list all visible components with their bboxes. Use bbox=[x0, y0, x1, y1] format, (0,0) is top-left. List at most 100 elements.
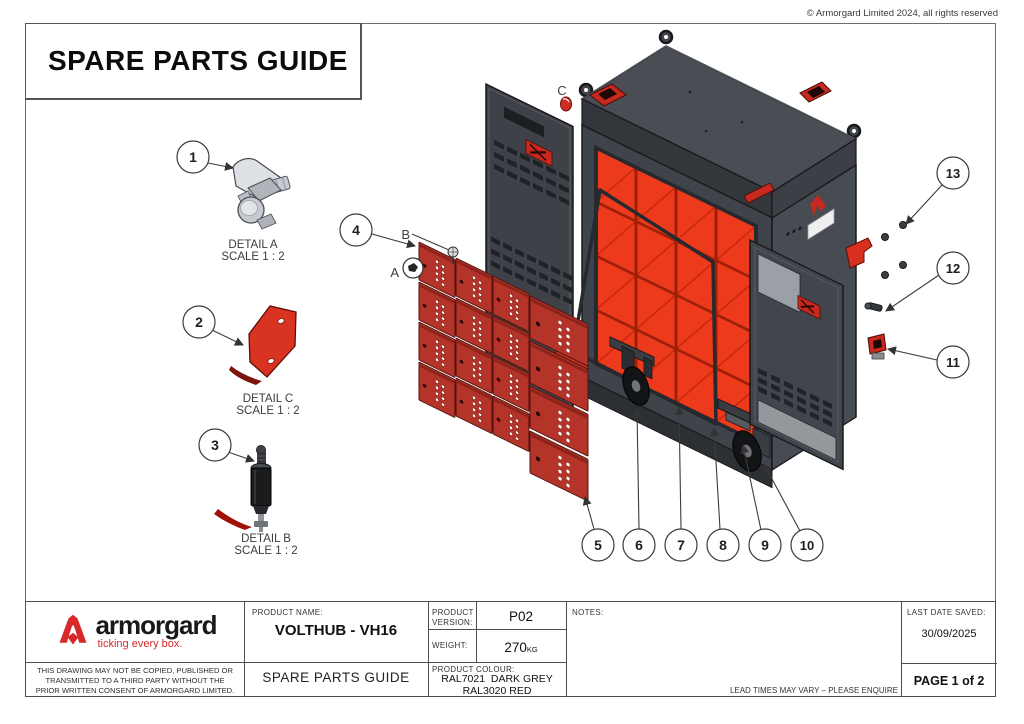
svg-text:6: 6 bbox=[635, 537, 643, 553]
lifting-eyes bbox=[578, 29, 862, 139]
right-door-window-top bbox=[757, 253, 801, 313]
view-label-a: A bbox=[390, 265, 399, 280]
svg-text:1: 1 bbox=[189, 149, 197, 165]
armorgard-logo: armorgard ticking every box. bbox=[36, 604, 236, 658]
callout-balloon-3: 3 bbox=[198, 428, 232, 462]
svg-text:7: 7 bbox=[677, 537, 685, 553]
view-marker-b: B bbox=[401, 227, 459, 264]
caster-left bbox=[609, 336, 655, 406]
lid-power-inlet-left bbox=[589, 83, 627, 107]
sheet-title-box: SPARE PARTS GUIDE bbox=[25, 23, 362, 100]
end-face-indicators bbox=[786, 226, 802, 236]
callout-balloon-8: 8 bbox=[706, 528, 740, 562]
detail-b-sliver bbox=[214, 509, 252, 530]
locker-dividers bbox=[596, 166, 756, 424]
end-face-brand-mark bbox=[810, 195, 826, 216]
detail-b-body bbox=[250, 467, 272, 507]
detail-c-plate bbox=[248, 305, 297, 378]
detail-b-label: DETAIL B bbox=[241, 533, 291, 545]
callout-balloon-9: 9 bbox=[748, 528, 782, 562]
weight-unit: KG bbox=[526, 645, 538, 654]
callout-balloon-7: 7 bbox=[664, 528, 698, 562]
weight-label: WEIGHT: bbox=[432, 641, 468, 650]
callout-balloon-4: 4 bbox=[339, 213, 373, 247]
callout-balloon-2: 2 bbox=[182, 305, 216, 339]
view-label-c: C bbox=[557, 83, 566, 98]
detail-b-scale: SCALE 1 : 2 bbox=[234, 545, 297, 557]
last-saved-value: 30/09/2025 bbox=[921, 628, 977, 640]
callout-balloon-11: 11 bbox=[936, 345, 970, 379]
sheet-title: SPARE PARTS GUIDE bbox=[48, 45, 348, 76]
rear-panel-vents-bottom bbox=[491, 236, 572, 305]
lead-time-note: LEAD TIMES MAY VARY – PLEASE ENQUIRE bbox=[729, 686, 898, 695]
detail-c-sliver bbox=[229, 366, 262, 385]
weight-value: 270KG bbox=[504, 640, 538, 655]
detail-c-label: DETAIL C bbox=[243, 393, 293, 405]
callout-balloon-13: 13 bbox=[936, 156, 970, 190]
detail-c-view: DETAIL C SCALE 1 : 2 bbox=[229, 305, 300, 417]
view-marker-a: A bbox=[390, 257, 424, 280]
lid-rivets bbox=[688, 90, 744, 133]
bolt-item-12 bbox=[864, 302, 883, 312]
product-colour-label: PRODUCT COLOUR: bbox=[432, 665, 515, 674]
product-name-value: VOLTHUB - VH16 bbox=[274, 622, 398, 639]
notes-label: NOTES: bbox=[572, 608, 604, 617]
door-column-1 bbox=[418, 241, 456, 419]
page-number: PAGE 1 of 2 bbox=[913, 674, 985, 688]
detail-a-scale: SCALE 1 : 2 bbox=[221, 251, 284, 263]
right-door-vents bbox=[758, 368, 832, 427]
rear-panel-sticker bbox=[525, 138, 553, 167]
product-version-label: PRODUCT VERSION: bbox=[432, 608, 474, 627]
svg-text:2: 2 bbox=[195, 314, 203, 330]
last-saved-label: LAST DATE SAVED: bbox=[907, 608, 986, 617]
lid-power-inlet-right bbox=[799, 81, 832, 103]
product-version-value: P02 bbox=[508, 609, 534, 624]
callout-balloons: 1 2 3 4 5 6 7 bbox=[176, 140, 970, 562]
doc-type: SPARE PARTS GUIDE bbox=[262, 670, 410, 685]
svg-text:12: 12 bbox=[946, 261, 960, 276]
svg-text:8: 8 bbox=[719, 537, 727, 553]
lid-brand-sticker bbox=[743, 182, 775, 204]
right-door-sticker bbox=[797, 294, 821, 320]
armorgard-logo-icon bbox=[59, 614, 87, 645]
callout-balloon-5: 5 bbox=[581, 528, 615, 562]
connector-item-11 bbox=[867, 333, 887, 360]
callout-balloon-10: 10 bbox=[790, 528, 824, 562]
view-label-b: B bbox=[401, 227, 410, 242]
detail-a-label: DETAIL A bbox=[228, 239, 278, 251]
rear-panel-vents-top bbox=[494, 140, 569, 206]
retention-bar bbox=[571, 188, 718, 426]
logo-brand-text: armorgard bbox=[95, 610, 217, 640]
svg-text:3: 3 bbox=[211, 437, 219, 453]
svg-text:10: 10 bbox=[800, 538, 814, 553]
callout-balloon-6: 6 bbox=[622, 528, 656, 562]
callout-balloon-1: 1 bbox=[176, 140, 210, 174]
svg-text:9: 9 bbox=[761, 537, 769, 553]
callout-balloon-12: 12 bbox=[936, 251, 970, 285]
screws-item-13 bbox=[881, 221, 907, 279]
disclaimer-text: THIS DRAWING MAY NOT BE COPIED, PUBLISHE… bbox=[35, 666, 235, 695]
view-marker-c: C bbox=[557, 83, 572, 112]
title-block: armorgard ticking every box. THIS DRAWIN… bbox=[25, 601, 997, 697]
rear-panel-handle bbox=[504, 106, 544, 138]
end-face-label bbox=[807, 208, 835, 240]
svg-text:11: 11 bbox=[946, 355, 960, 370]
detail-a-view: DETAIL A SCALE 1 : 2 bbox=[221, 157, 291, 263]
detail-b-view: DETAIL B SCALE 1 : 2 bbox=[214, 445, 298, 557]
door-column-2 bbox=[455, 257, 493, 435]
product-colour-line1: RAL7021 DARK GREY bbox=[441, 673, 553, 685]
svg-text:5: 5 bbox=[594, 537, 602, 553]
copyright-text: © Armorgard Limited 2024, all rights res… bbox=[806, 8, 998, 19]
side-bracket bbox=[845, 237, 873, 269]
detail-c-scale: SCALE 1 : 2 bbox=[236, 405, 299, 417]
product-colour-line2: RAL3020 RED bbox=[462, 685, 532, 697]
svg-text:13: 13 bbox=[946, 166, 960, 181]
product-name-label: PRODUCT NAME: bbox=[252, 608, 323, 617]
right-door-window-bottom bbox=[757, 399, 837, 461]
leader-lines bbox=[207, 162, 943, 532]
right-door bbox=[749, 238, 844, 471]
logo-tagline: ticking every box. bbox=[97, 638, 183, 650]
cabinet-lid bbox=[580, 45, 858, 220]
